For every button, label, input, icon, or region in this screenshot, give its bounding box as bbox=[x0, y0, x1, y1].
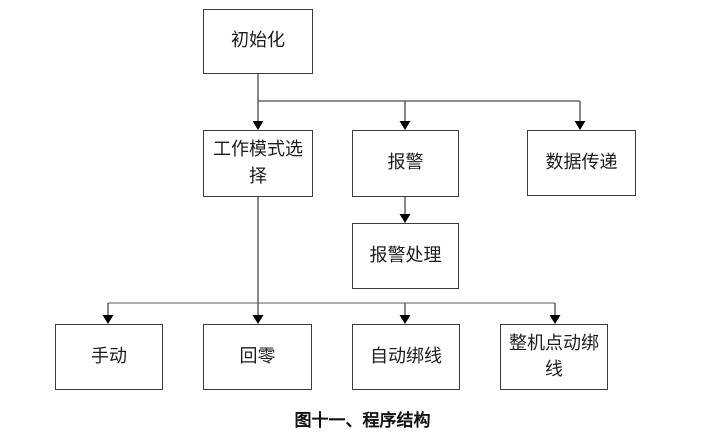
flow-node-manual-label: 手动 bbox=[91, 345, 127, 367]
flow-node-alarm-handling-label: 报警处理 bbox=[369, 244, 442, 266]
flow-node-jog-binding-label: 整机点动绑线 bbox=[509, 332, 599, 380]
connector-mode-branch bbox=[108, 197, 555, 304]
flow-node-home: 回零 bbox=[203, 324, 312, 390]
arrow-init-to-alarm bbox=[399, 101, 411, 130]
flow-node-alarm-handling: 报警处理 bbox=[352, 223, 459, 289]
flow-node-mode-select-label: 工作模式选择 bbox=[213, 139, 303, 187]
connector-init-branch bbox=[257, 74, 580, 102]
flow-node-alarm-label: 报警 bbox=[387, 152, 424, 174]
arrow-mode-to-jog-binding bbox=[549, 303, 561, 324]
figure-caption: 图十一、程序结构 bbox=[294, 411, 431, 431]
flow-node-mode-select: 工作模式选择 bbox=[203, 130, 313, 197]
flow-node-manual: 手动 bbox=[55, 324, 163, 390]
arrow-init-to-data-transfer bbox=[574, 101, 586, 130]
flow-node-auto-binding-label: 自动绑线 bbox=[370, 345, 442, 367]
arrow-mode-to-auto-binding bbox=[399, 303, 411, 324]
flow-node-home-label: 回零 bbox=[239, 345, 276, 367]
flow-node-data-transfer: 数据传递 bbox=[527, 130, 636, 196]
arrow-mode-to-home bbox=[252, 303, 264, 324]
arrow-mode-to-manual bbox=[102, 303, 114, 324]
flow-node-data-transfer-label: 数据传递 bbox=[545, 151, 618, 173]
arrow-init-to-mode bbox=[252, 101, 264, 130]
flow-node-init: 初始化 bbox=[203, 9, 313, 74]
arrow-alarm-to-alarm-handling bbox=[399, 197, 411, 223]
flow-node-auto-binding: 自动绑线 bbox=[352, 324, 460, 390]
flow-node-init-label: 初始化 bbox=[231, 30, 285, 52]
flow-node-alarm: 报警 bbox=[352, 130, 459, 197]
flow-node-jog-binding: 整机点动绑线 bbox=[500, 324, 608, 390]
